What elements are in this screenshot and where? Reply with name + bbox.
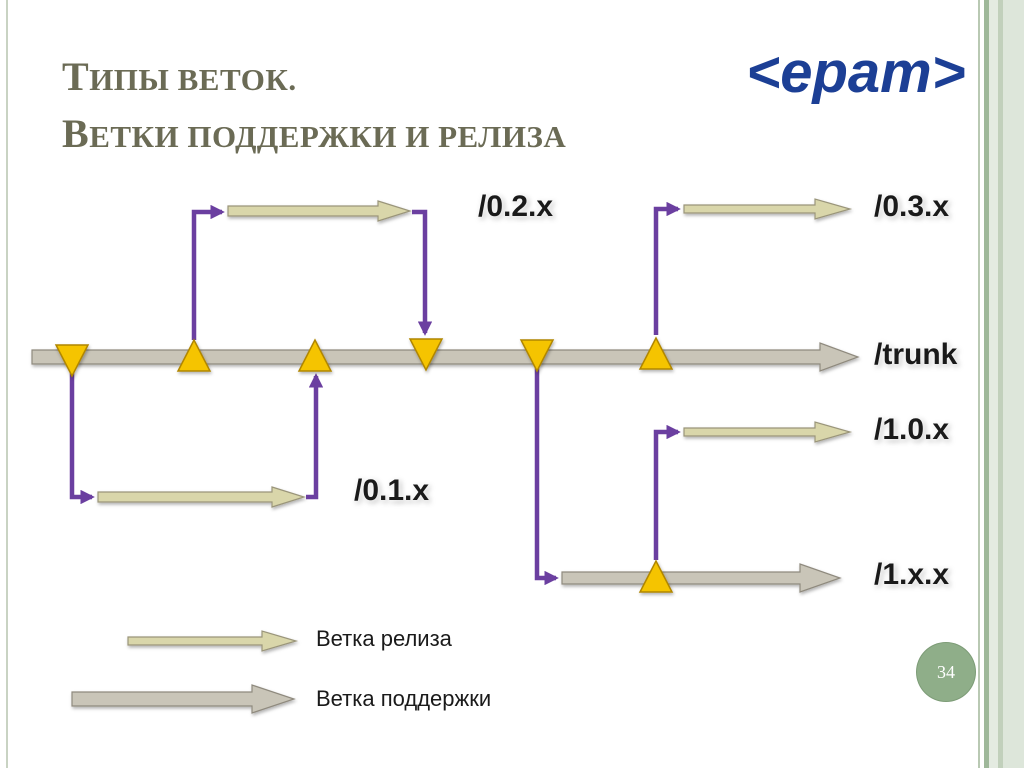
branch-label-trunk: /trunk [874,338,958,371]
legend-release-label: Ветка релиза [316,626,452,651]
epam-logo: <epam> [742,44,970,106]
merge-marker-up-1 [176,338,212,372]
branch-label-0-1-x: /0.1.x [354,474,430,507]
connector-trunk-to-0-2-x [191,204,225,340]
merge-marker-up-2 [297,338,333,372]
branch-label-1-0-x: /1.0.x [874,413,950,446]
slide-frame-right [976,0,1024,768]
release-arrow-0-1-x [97,486,307,508]
connector-trunk-to-0-3-x [653,201,681,335]
connector-trunk-to-0-1-x [69,372,95,505]
title-line-1: Типы веток. [62,54,297,99]
slide-frame-left [6,0,8,768]
merge-marker-up-3 [638,336,674,370]
branch-marker-down-2 [408,338,444,372]
branch-label-1-x-x: /1.x.x [874,558,950,591]
title-line-2: Ветки поддержки и релиза [62,111,567,156]
connector-0-2-x-to-trunk [412,209,433,336]
branching-diagram [31,198,860,714]
page-number-badge: 34 [917,643,975,701]
logo-text: <epam> [746,44,965,105]
connector-0-1-x-to-trunk [306,373,324,500]
branch-label-0-3-x: /0.3.x [874,190,950,223]
page-number: 34 [937,661,955,682]
merge-marker-up-4 [638,559,674,593]
release-arrow-1-0-x [683,421,853,443]
legend-release-arrow [127,630,299,652]
release-arrow-0-2-x [227,200,413,222]
release-arrow-0-3-x [683,198,853,220]
branch-marker-down-3 [519,339,555,373]
legend-support-label: Ветка поддержки [316,686,492,711]
legend-support-arrow [71,684,296,714]
slide-title: Типы веток. Ветки поддержки и релиза [62,50,566,164]
connector-trunk-to-1-x-x [534,368,559,586]
trunk-arrow [31,342,860,372]
branch-marker-down-1 [54,344,90,378]
connector-1-x-x-to-1-0-x [653,424,681,560]
branch-label-0-2-x: /0.2.x [478,190,554,223]
support-arrow-1-x-x [561,563,842,593]
